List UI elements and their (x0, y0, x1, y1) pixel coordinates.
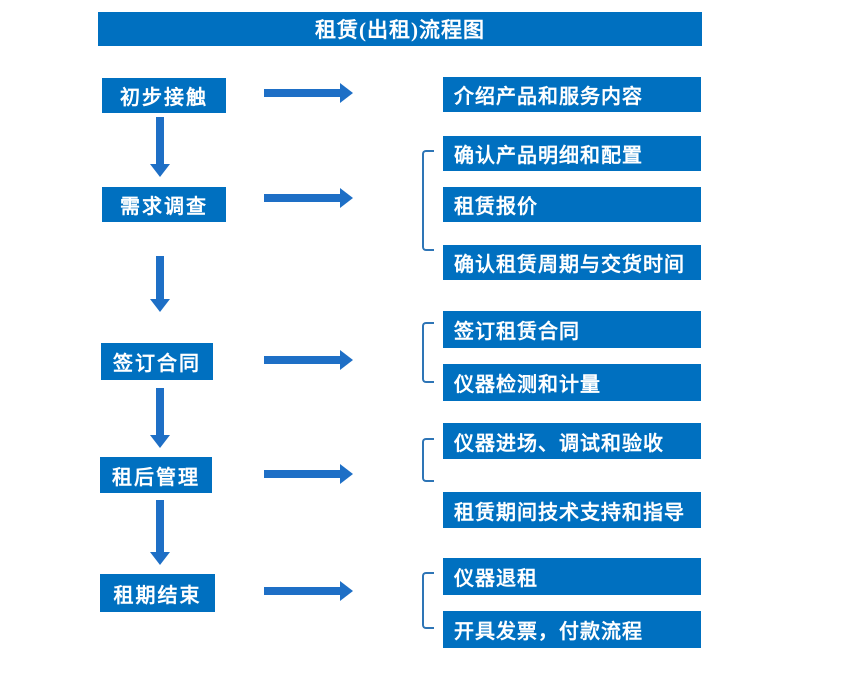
arrow-head (150, 299, 170, 312)
arrow-head (340, 464, 353, 484)
detail-box-confirm-rental-period-delivery: 确认租赁周期与交货时间 (443, 245, 701, 280)
step-box-initial-contact: 初步接触 (102, 78, 226, 113)
right-arrow-icon (264, 581, 353, 601)
detail-box-invoice-payment-process: 开具发票，付款流程 (443, 611, 701, 648)
down-arrow-icon (149, 256, 171, 312)
detail-box-rental-quotation: 租赁报价 (443, 187, 701, 222)
arrow-shaft (156, 256, 164, 299)
flowchart-title: 租赁(出租)流程图 (98, 12, 702, 46)
arrow-head (340, 581, 353, 601)
arrow-head (150, 164, 170, 177)
group-bracket-icon (422, 322, 434, 383)
detail-box-introduce-products-services: 介绍产品和服务内容 (443, 77, 701, 112)
right-arrow-icon (264, 464, 353, 484)
right-arrow-icon (264, 350, 353, 370)
detail-box-instrument-setup-acceptance: 仪器进场、调试和验收 (443, 423, 701, 459)
arrow-shaft (264, 356, 340, 364)
group-bracket-icon (422, 150, 434, 251)
arrow-shaft (264, 89, 340, 97)
detail-box-instrument-inspection-calibration: 仪器检测和计量 (443, 364, 701, 401)
arrow-shaft (156, 388, 164, 435)
detail-box-sign-rental-contract: 签订租赁合同 (443, 311, 701, 348)
step-box-demand-survey: 需求调查 (102, 187, 226, 222)
arrow-head (340, 83, 353, 103)
step-box-rental-end: 租期结束 (100, 574, 215, 612)
arrow-head (340, 350, 353, 370)
step-box-sign-contract: 签订合同 (101, 343, 213, 380)
arrow-head (150, 552, 170, 565)
arrow-shaft (264, 587, 340, 595)
group-bracket-icon (422, 572, 434, 629)
down-arrow-icon (149, 117, 171, 177)
down-arrow-icon (149, 500, 171, 565)
arrow-head (150, 435, 170, 448)
arrow-shaft (156, 500, 164, 552)
right-arrow-icon (264, 83, 353, 103)
detail-box-instrument-return: 仪器退租 (443, 558, 701, 595)
detail-box-confirm-product-details: 确认产品明细和配置 (443, 136, 701, 171)
arrow-shaft (264, 194, 340, 202)
arrow-shaft (156, 117, 164, 164)
group-bracket-icon (422, 438, 434, 482)
arrow-head (340, 188, 353, 208)
step-box-post-rental-management: 租后管理 (100, 457, 212, 493)
down-arrow-icon (149, 388, 171, 448)
right-arrow-icon (264, 188, 353, 208)
detail-box-technical-support-guidance: 租赁期间技术支持和指导 (443, 492, 701, 528)
arrow-shaft (264, 470, 340, 478)
